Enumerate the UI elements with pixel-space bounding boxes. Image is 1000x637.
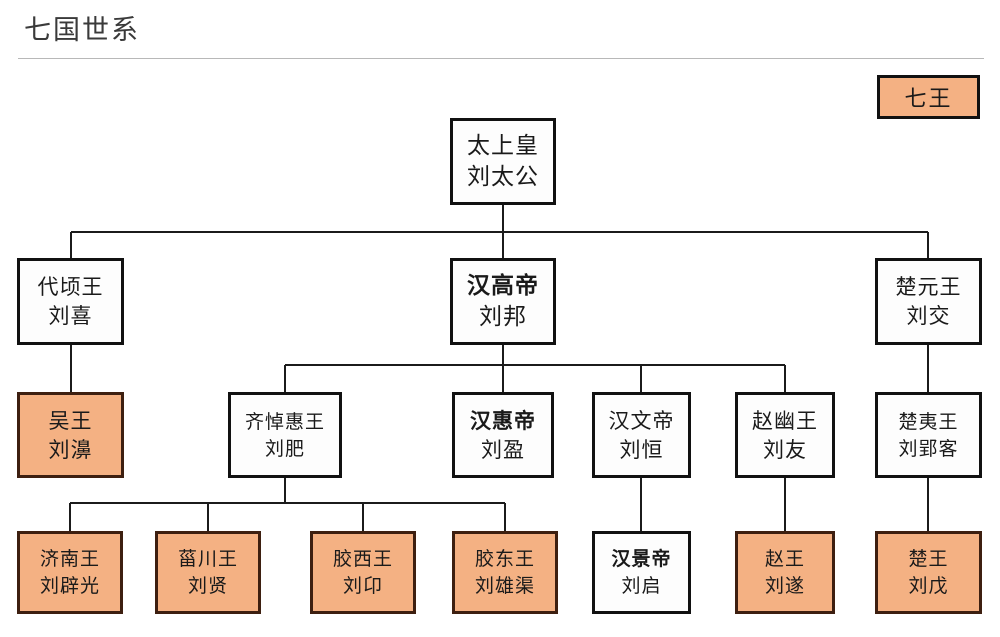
- node-title: 汉景帝: [611, 548, 672, 570]
- node-jiaoxiwang[interactable]: 胶西王 刘卬: [310, 531, 416, 614]
- page-title: 七国世系: [24, 15, 140, 46]
- node-title: 楚夷王: [898, 410, 959, 433]
- node-name: 刘邦: [479, 304, 527, 330]
- legend-label: 七王: [904, 87, 953, 112]
- node-chuyuanwang[interactable]: 楚元王 刘交: [875, 258, 982, 345]
- title-divider: [18, 58, 984, 59]
- node-zhaoyouwang[interactable]: 赵幽王 刘友: [735, 392, 835, 478]
- node-name: 刘盈: [481, 437, 525, 462]
- node-wuwang[interactable]: 吴王 刘濞: [17, 392, 124, 478]
- node-hanjingdi[interactable]: 汉景帝 刘启: [592, 531, 691, 614]
- node-daiqingwang[interactable]: 代顷王 刘喜: [17, 258, 124, 345]
- node-title: 胶西王: [332, 548, 393, 570]
- node-name: 刘辟光: [39, 575, 100, 597]
- node-name: 刘交: [906, 304, 951, 328]
- node-jiaodongwang[interactable]: 胶东王 刘雄渠: [452, 531, 558, 614]
- node-name: 刘遂: [764, 575, 805, 597]
- node-title: 济南王: [39, 548, 100, 570]
- node-name: 刘喜: [48, 304, 93, 328]
- node-name: 刘贤: [187, 575, 228, 597]
- node-jinanwang[interactable]: 济南王 刘辟光: [17, 531, 123, 614]
- node-title: 楚王: [908, 548, 949, 570]
- node-title: 楚元王: [895, 275, 962, 299]
- node-title: 胶东王: [474, 548, 535, 570]
- node-title: 赵幽王: [752, 408, 818, 433]
- node-title: 汉高帝: [467, 273, 539, 299]
- node-qidaohuiwang[interactable]: 齐悼惠王 刘肥: [228, 392, 342, 478]
- node-title: 赵王: [764, 548, 805, 570]
- node-name: 刘郢客: [898, 437, 959, 460]
- node-chuwang[interactable]: 楚王 刘戊: [875, 531, 982, 614]
- node-title: 太上皇: [467, 133, 539, 159]
- node-name: 刘太公: [467, 164, 539, 190]
- node-zichuanwang[interactable]: 菑川王 刘贤: [155, 531, 261, 614]
- node-name: 刘卬: [342, 575, 383, 597]
- node-name: 刘启: [621, 575, 662, 597]
- node-title: 吴王: [48, 408, 93, 433]
- node-name: 刘肥: [264, 437, 305, 460]
- node-name: 刘友: [763, 437, 807, 462]
- node-taishanghuang[interactable]: 太上皇 刘太公: [450, 118, 556, 205]
- node-hanhuidi[interactable]: 汉惠帝 刘盈: [452, 392, 554, 478]
- node-name: 刘雄渠: [474, 575, 535, 597]
- legend-seven-kings: 七王: [877, 75, 980, 119]
- node-hanwendi[interactable]: 汉文帝 刘恒: [592, 392, 691, 478]
- node-name: 刘恒: [619, 437, 664, 462]
- node-title: 代顷王: [37, 275, 104, 299]
- node-zhaowang[interactable]: 赵王 刘遂: [735, 531, 835, 614]
- node-hangaodi[interactable]: 汉高帝 刘邦: [450, 258, 556, 345]
- node-name: 刘濞: [48, 437, 93, 462]
- node-title: 汉惠帝: [470, 408, 536, 433]
- node-name: 刘戊: [908, 575, 949, 597]
- node-title: 菑川王: [177, 548, 238, 570]
- node-title: 齐悼惠王: [244, 410, 325, 433]
- node-title: 汉文帝: [608, 408, 675, 433]
- node-chuyiwang[interactable]: 楚夷王 刘郢客: [875, 392, 982, 478]
